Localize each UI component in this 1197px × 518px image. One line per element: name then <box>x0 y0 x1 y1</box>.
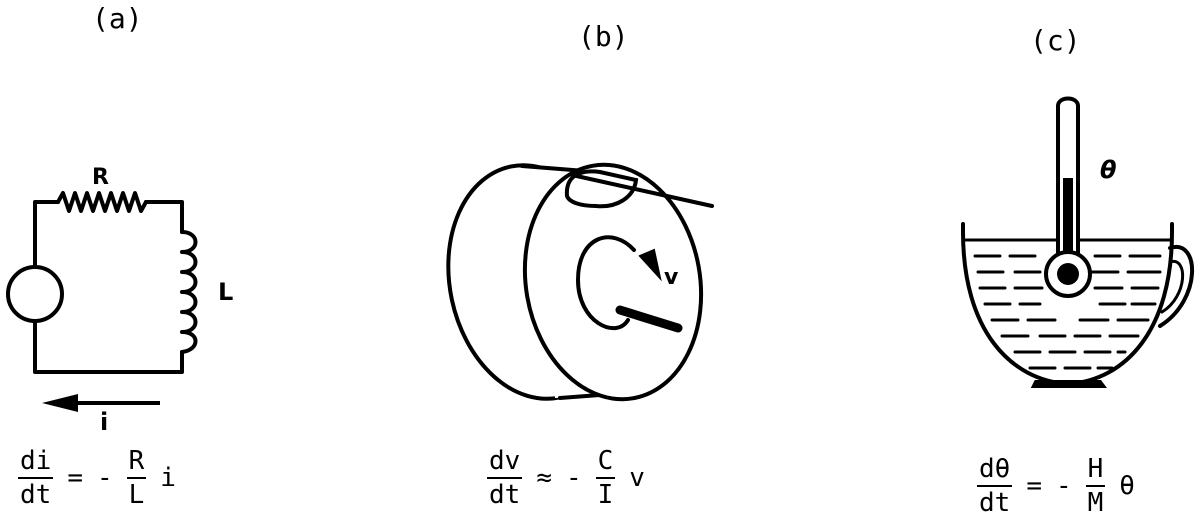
equation-c-sign: - <box>1055 471 1072 501</box>
brake-shoe <box>564 169 639 209</box>
wire-bottom <box>33 320 184 374</box>
thermometer-bulb-inner <box>1057 263 1079 285</box>
equation-c-rhs: H M <box>1085 454 1106 518</box>
velocity-label: v <box>664 265 679 290</box>
equation-b-sign: - <box>565 463 582 493</box>
equation-c: dθ dt = - H M θ <box>977 456 1135 516</box>
rotation-arrow <box>575 235 636 331</box>
panel-c-label: (c) <box>1030 24 1081 57</box>
cup-with-thermometer <box>961 96 1194 388</box>
equation-c-relation: = <box>1026 471 1042 501</box>
resistor-label: R <box>92 165 109 190</box>
equation-a-rhs: R L <box>126 446 147 510</box>
equation-b: dv dt ≈ - C I v <box>487 448 645 508</box>
equation-b-rhs: C I <box>595 446 616 510</box>
wire-top-right <box>144 200 184 234</box>
equation-b-var: v <box>629 463 645 493</box>
current-label: i <box>100 408 108 436</box>
flywheel-front-face <box>522 162 704 402</box>
resistor-symbol <box>56 191 148 213</box>
equation-a-lhs: di dt <box>18 446 54 510</box>
inductor-label: L <box>218 278 233 306</box>
equation-b-relation: ≈ <box>536 463 552 493</box>
current-arrow <box>42 394 160 412</box>
flywheel <box>446 162 714 402</box>
equation-c-var: θ <box>1119 471 1135 501</box>
equation-a-var: i <box>160 463 176 493</box>
equation-a: di dt = - R L i <box>18 448 176 508</box>
equation-b-lhs: dv dt <box>487 446 523 510</box>
equation-a-sign: - <box>96 463 113 493</box>
rl-circuit <box>6 191 198 374</box>
panel-a-label: (a) <box>92 2 143 35</box>
voltage-source <box>6 265 64 323</box>
equation-a-relation: = <box>67 463 83 493</box>
equation-c-lhs: dθ dt <box>977 454 1013 518</box>
cup-handle <box>1158 244 1194 328</box>
liquid-hatching <box>973 254 1162 370</box>
figure-canvas: R L i v <box>6 96 1194 436</box>
wire-top-left <box>33 200 60 267</box>
thermometer-mercury <box>1063 178 1073 268</box>
panel-b-label: (b) <box>578 20 629 53</box>
axle-front <box>615 305 683 333</box>
brake-lever <box>570 173 714 208</box>
temperature-label: θ <box>1100 156 1117 184</box>
cup-base <box>1030 380 1107 388</box>
inductor-symbol <box>180 230 198 354</box>
